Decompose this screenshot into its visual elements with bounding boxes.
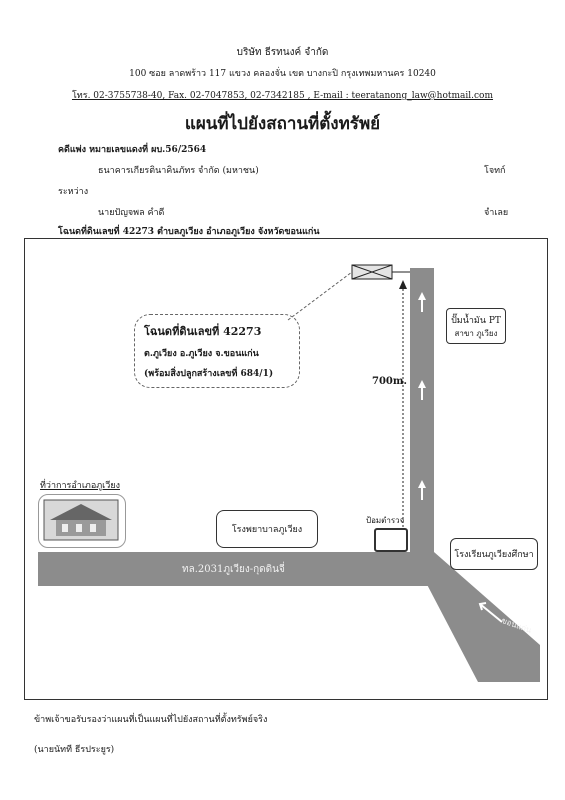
police-box-icon (374, 528, 408, 552)
defendant-name: นายปัญจพล คำดี (98, 208, 165, 218)
case-number: คดีแพ่ง หมายเลขแดงที่ ผบ.56/2564 (58, 145, 207, 155)
hospital-label: โรงพยาบาลภูเวียง (216, 510, 318, 548)
road-label: ทล.2031ภูเวียง-กุดดินจี่ (182, 564, 285, 575)
gas-station-name: ปั๊มน้ำมัน PT (451, 315, 501, 326)
company-name: บริษัท ธีรทนงค์ จำกัด (236, 47, 329, 58)
property-callout (134, 314, 300, 388)
diagonal-arrow-icon (478, 602, 503, 623)
between-label: ระหว่าง (58, 187, 89, 197)
map-frame (24, 238, 548, 700)
plaintiff-name: ธนาคารเกียรตินาคินภัทร จำกัด (มหาชน) (98, 166, 259, 176)
vertical-road (410, 268, 434, 552)
district-office-frame (38, 494, 126, 548)
gas-station-branch: สาขา ภูเวียง (454, 328, 498, 338)
certify-statement: ข้าพเจ้าขอรับรองว่าแผนที่เป็นแผนที่ไปยัง… (34, 715, 268, 725)
company-contact: โทร. 02-3755738-40, Fax. 02-7047853, 02-… (71, 91, 494, 101)
distance-label: 700m. (372, 376, 407, 387)
callout-deed: โฉนดที่ดินเลขที่ 42273 (144, 325, 262, 338)
callout-building: (พร้อมสิ่งปลูกสร้างเลขที่ 684/1) (144, 369, 274, 379)
defendant-role: จำเลย (484, 208, 509, 218)
plaintiff-role: โจทก์ (484, 166, 506, 176)
diagonal-road (410, 552, 540, 682)
page-title: แผนที่ไปยังสถานที่ตั้งทรัพย์ (184, 114, 381, 134)
gas-station-box: ปั๊มน้ำมัน PT สาขา ภูเวียง (446, 308, 506, 344)
signer-name: (นายนัทที ธีรประยูร) (34, 745, 115, 755)
horizontal-road (38, 552, 434, 586)
deed-line: โฉนดที่ดินเลขที่ 42273 ตำบลภูเวียง อำเภอ… (58, 227, 320, 237)
callout-location: ต.ภูเวียง อ.ภูเวียง จ.ขอนแก่น (144, 349, 259, 359)
police-box-label: ป้อมตำรวจ (366, 516, 405, 525)
district-office-building-icon (43, 499, 119, 541)
up-arrow-icon (418, 292, 426, 500)
district-office-label: ที่ว่าการอำเภอภูเวียง (40, 481, 120, 491)
company-address: 100 ซอย ลาดพร้าว 117 แขวง คลองจั่น เขต บ… (129, 69, 436, 79)
school-label: โรงเรียนภูเวียงศึกษา (450, 538, 538, 570)
